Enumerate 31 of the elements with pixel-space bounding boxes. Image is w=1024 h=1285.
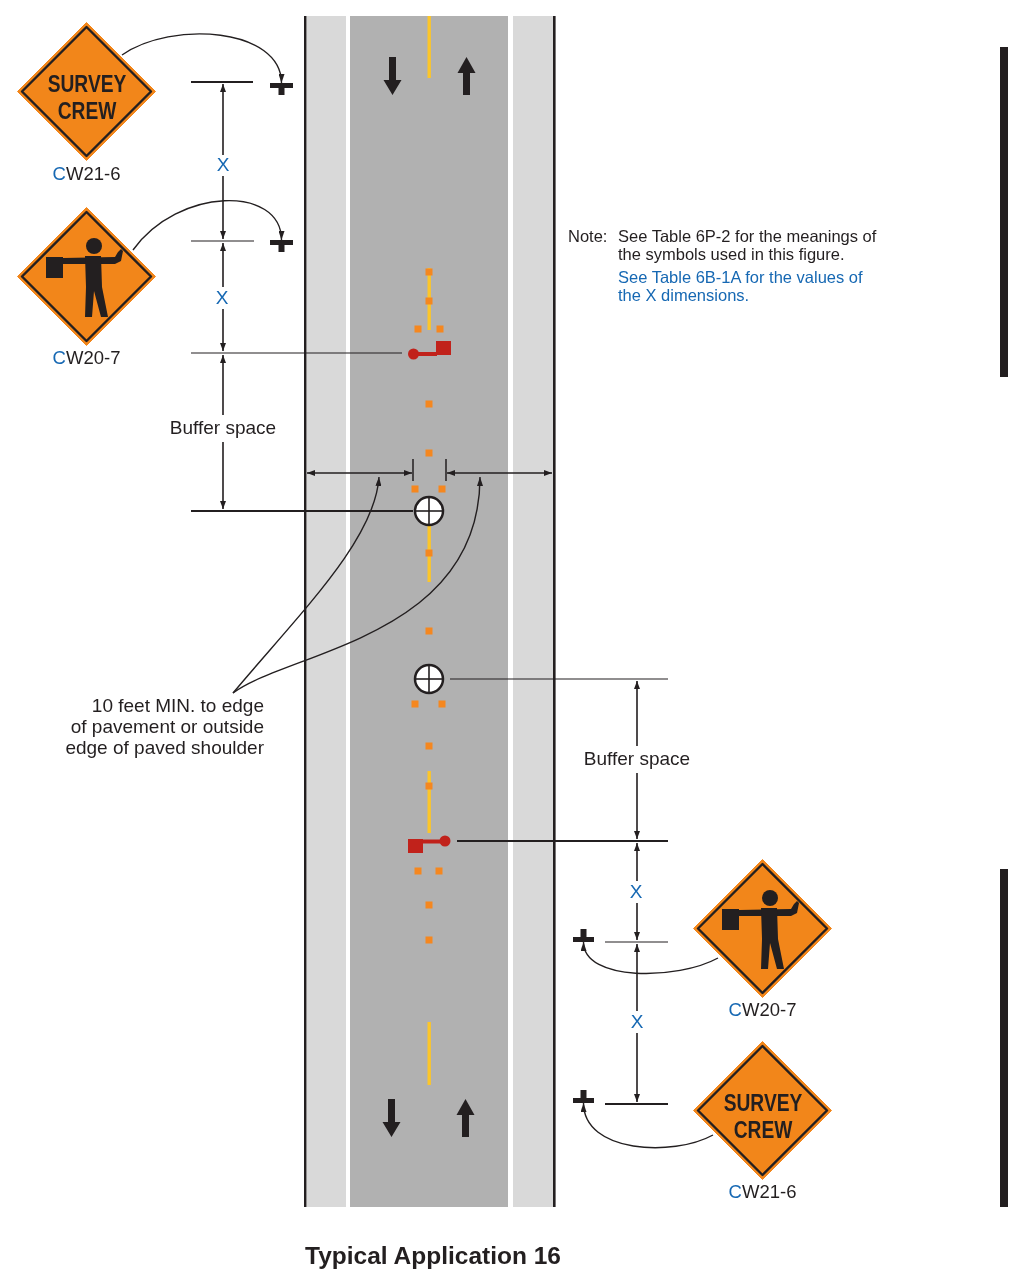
sign-code-label: CW21-6: [52, 164, 121, 184]
leader-line: [232, 476, 381, 694]
sign-symbol-icon: [270, 83, 293, 95]
curved-arrow: [132, 200, 283, 251]
dimension-label: X: [215, 287, 229, 309]
sign-text: SURVEY CREW: [46, 69, 127, 124]
sign-symbol-icon: [573, 1090, 594, 1103]
leader-note: 10 feet MIN. to edge of pavement or outside edge of paved shoulder: [54, 695, 264, 758]
dimension-label: X: [629, 881, 643, 903]
dimension-label: X: [216, 154, 230, 176]
dimension-label: X: [630, 1011, 644, 1033]
sign-text: SURVEY CREW: [722, 1088, 803, 1143]
dimension-label: Buffer space: [169, 417, 277, 439]
figure-title: Typical Application 16: [305, 1241, 561, 1271]
note-label: Note:: [568, 228, 608, 246]
sign-code-label: CW20-7: [728, 1000, 797, 1020]
note-text: See Table 6B-1A for the values of the X dimensions.: [618, 269, 864, 304]
sign-symbol-icon: [573, 929, 594, 942]
curved-arrow: [121, 33, 283, 84]
flagger-warning-sign: [693, 859, 832, 998]
leader-line: [232, 476, 483, 694]
warning-sign: [17, 22, 156, 161]
flagger-warning-sign: [17, 207, 156, 346]
sign-symbol-icon: [270, 240, 293, 252]
sign-code-label: CW21-6: [728, 1182, 797, 1202]
warning-sign: [693, 1041, 832, 1180]
curved-arrow: [582, 941, 719, 975]
note-text: See Table 6P-2 for the meanings of the symbols used in this figure.: [618, 228, 878, 263]
dimension-label: Buffer space: [583, 748, 691, 770]
sign-code-label: CW20-7: [52, 348, 121, 368]
curved-arrow: [581, 1102, 714, 1149]
